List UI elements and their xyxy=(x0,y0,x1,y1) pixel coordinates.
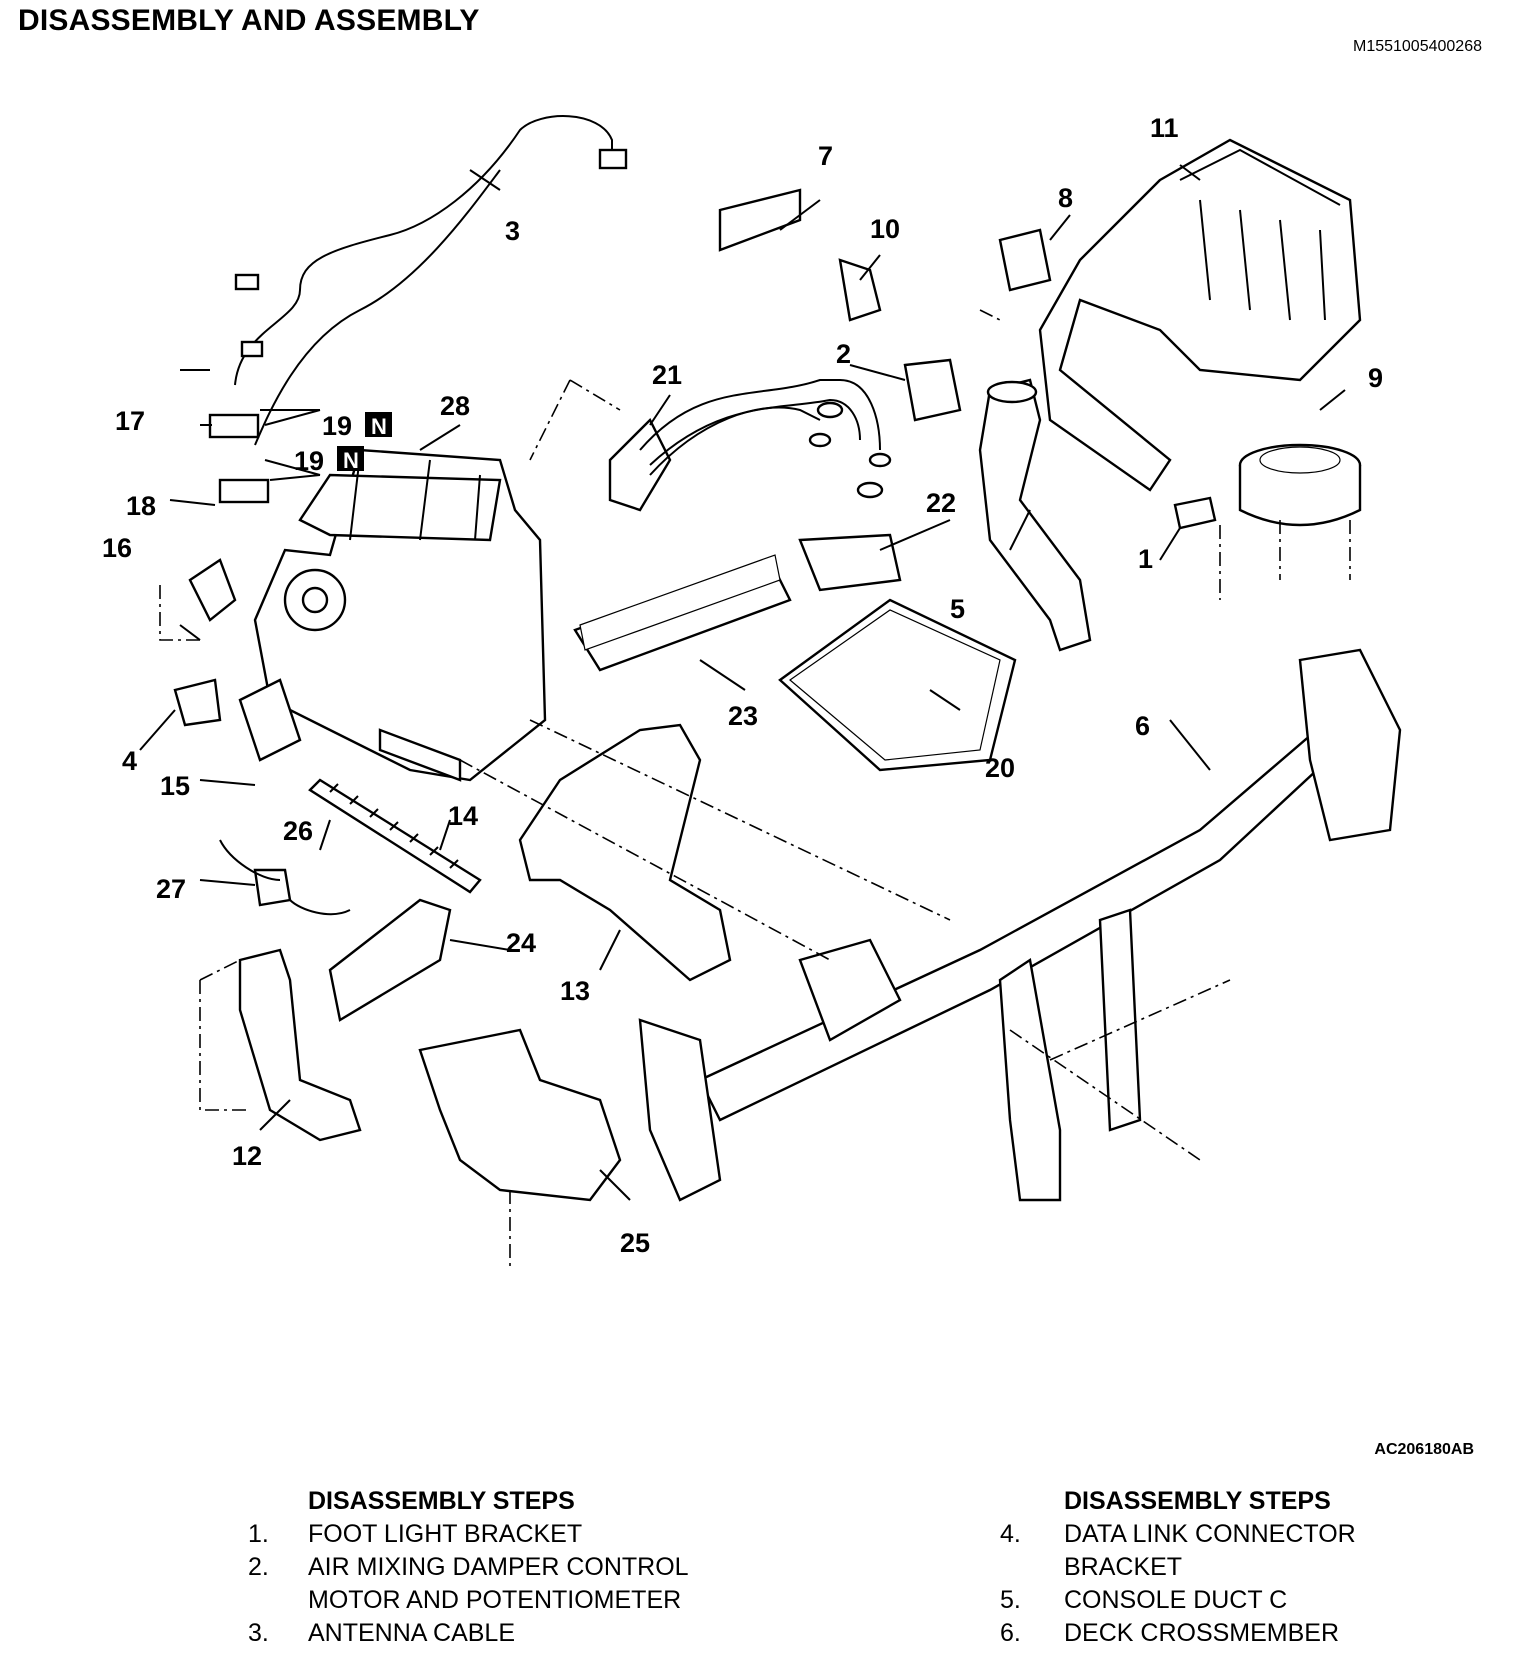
callout-20: 20 xyxy=(985,753,1015,783)
callout-24: 24 xyxy=(506,928,536,958)
callout-14: 14 xyxy=(448,801,478,831)
step-item: MOTOR AND POTENTIOMETER xyxy=(308,1586,682,1614)
callout-25: 25 xyxy=(620,1228,650,1258)
steps-heading: DISASSEMBLY STEPS xyxy=(1064,1487,1331,1515)
disassembly-steps-left: DISASSEMBLY STEPS 1.FOOT LIGHT BRACKET 2… xyxy=(248,1485,689,1650)
foot-duct-12-drawing xyxy=(238,948,362,1142)
callout-9: 9 xyxy=(1368,363,1383,393)
step-item: BRACKET xyxy=(1064,1553,1183,1581)
callout-7: 7 xyxy=(818,141,833,171)
callout-3: 3 xyxy=(505,216,520,246)
small-parts-drawing xyxy=(173,188,1217,916)
callout-2: 2 xyxy=(836,339,851,369)
illustration-code: AC206180AB xyxy=(1374,1441,1474,1458)
document-id: M1551005400268 xyxy=(1352,38,1482,55)
callout-21: 21 xyxy=(652,360,682,390)
callout-15: 15 xyxy=(160,771,190,801)
duct-24-drawing xyxy=(328,898,452,1022)
step-item: 6.DECK CROSSMEMBER xyxy=(1000,1619,1340,1647)
blower-motor-drawing xyxy=(1238,443,1362,527)
step-item: 1.FOOT LIGHT BRACKET xyxy=(248,1520,583,1548)
callout-1: 1 xyxy=(1138,544,1153,574)
callout-17: 17 xyxy=(115,406,145,436)
leader-lines xyxy=(139,164,1346,1201)
callout-12: 12 xyxy=(232,1141,262,1171)
aspirator-hose-drawing xyxy=(308,778,482,894)
evaporator-drawing xyxy=(778,598,1017,772)
page-title: DISASSEMBLY AND ASSEMBLY xyxy=(18,4,480,37)
callout-13: 13 xyxy=(560,976,590,1006)
callout-23: 23 xyxy=(728,701,758,731)
heater-duct-13-drawing xyxy=(518,723,732,982)
callout-18: 18 xyxy=(126,491,156,521)
callout-28: 28 xyxy=(440,391,470,421)
floor-duct-25-drawing xyxy=(418,1028,622,1202)
step-item: 3.ANTENNA CABLE xyxy=(248,1619,516,1647)
callout-19-a: 19 xyxy=(322,411,352,441)
heater-unit-drawing xyxy=(238,448,547,782)
callout-16: 16 xyxy=(102,533,132,563)
callout-4: 4 xyxy=(122,746,137,776)
callout-labels: 1 2 3 4 5 6 7 8 9 10 11 12 13 14 15 16 1… xyxy=(102,113,1383,1258)
new-part-badge-b: N xyxy=(343,448,359,473)
callout-5: 5 xyxy=(950,594,965,624)
steps-heading: DISASSEMBLY STEPS xyxy=(308,1487,575,1515)
callout-6: 6 xyxy=(1135,711,1150,741)
callout-19-b: 19 xyxy=(294,446,324,476)
callout-10: 10 xyxy=(870,214,900,244)
deck-crossmember-drawing xyxy=(638,648,1402,1202)
heater-hose-drawing xyxy=(608,379,902,592)
antenna-cable-drawing xyxy=(234,115,628,446)
exploded-parts-diagram: 1 2 3 4 5 6 7 8 9 10 11 12 13 14 15 16 1… xyxy=(102,113,1402,1270)
new-part-badge-a: N xyxy=(371,414,387,439)
callout-11: 11 xyxy=(1150,113,1179,143)
callout-8: 8 xyxy=(1058,183,1073,213)
step-item: 4.DATA LINK CONNECTOR xyxy=(1000,1520,1356,1548)
callout-22: 22 xyxy=(926,488,956,518)
console-duct-c-drawing xyxy=(978,378,1092,652)
blower-case-drawing xyxy=(1038,138,1362,492)
step-item: 2.AIR MIXING DAMPER CONTROL xyxy=(248,1553,689,1581)
callout-27: 27 xyxy=(156,874,186,904)
callout-26: 26 xyxy=(283,816,313,846)
assembly-lines xyxy=(159,309,1351,1270)
step-item: 5.CONSOLE DUCT C xyxy=(1000,1586,1288,1614)
disassembly-steps-right: DISASSEMBLY STEPS 4.DATA LINK CONNECTOR … xyxy=(1000,1485,1356,1650)
new-part-badges: N N xyxy=(337,412,392,473)
heater-core-drawing xyxy=(573,554,792,672)
